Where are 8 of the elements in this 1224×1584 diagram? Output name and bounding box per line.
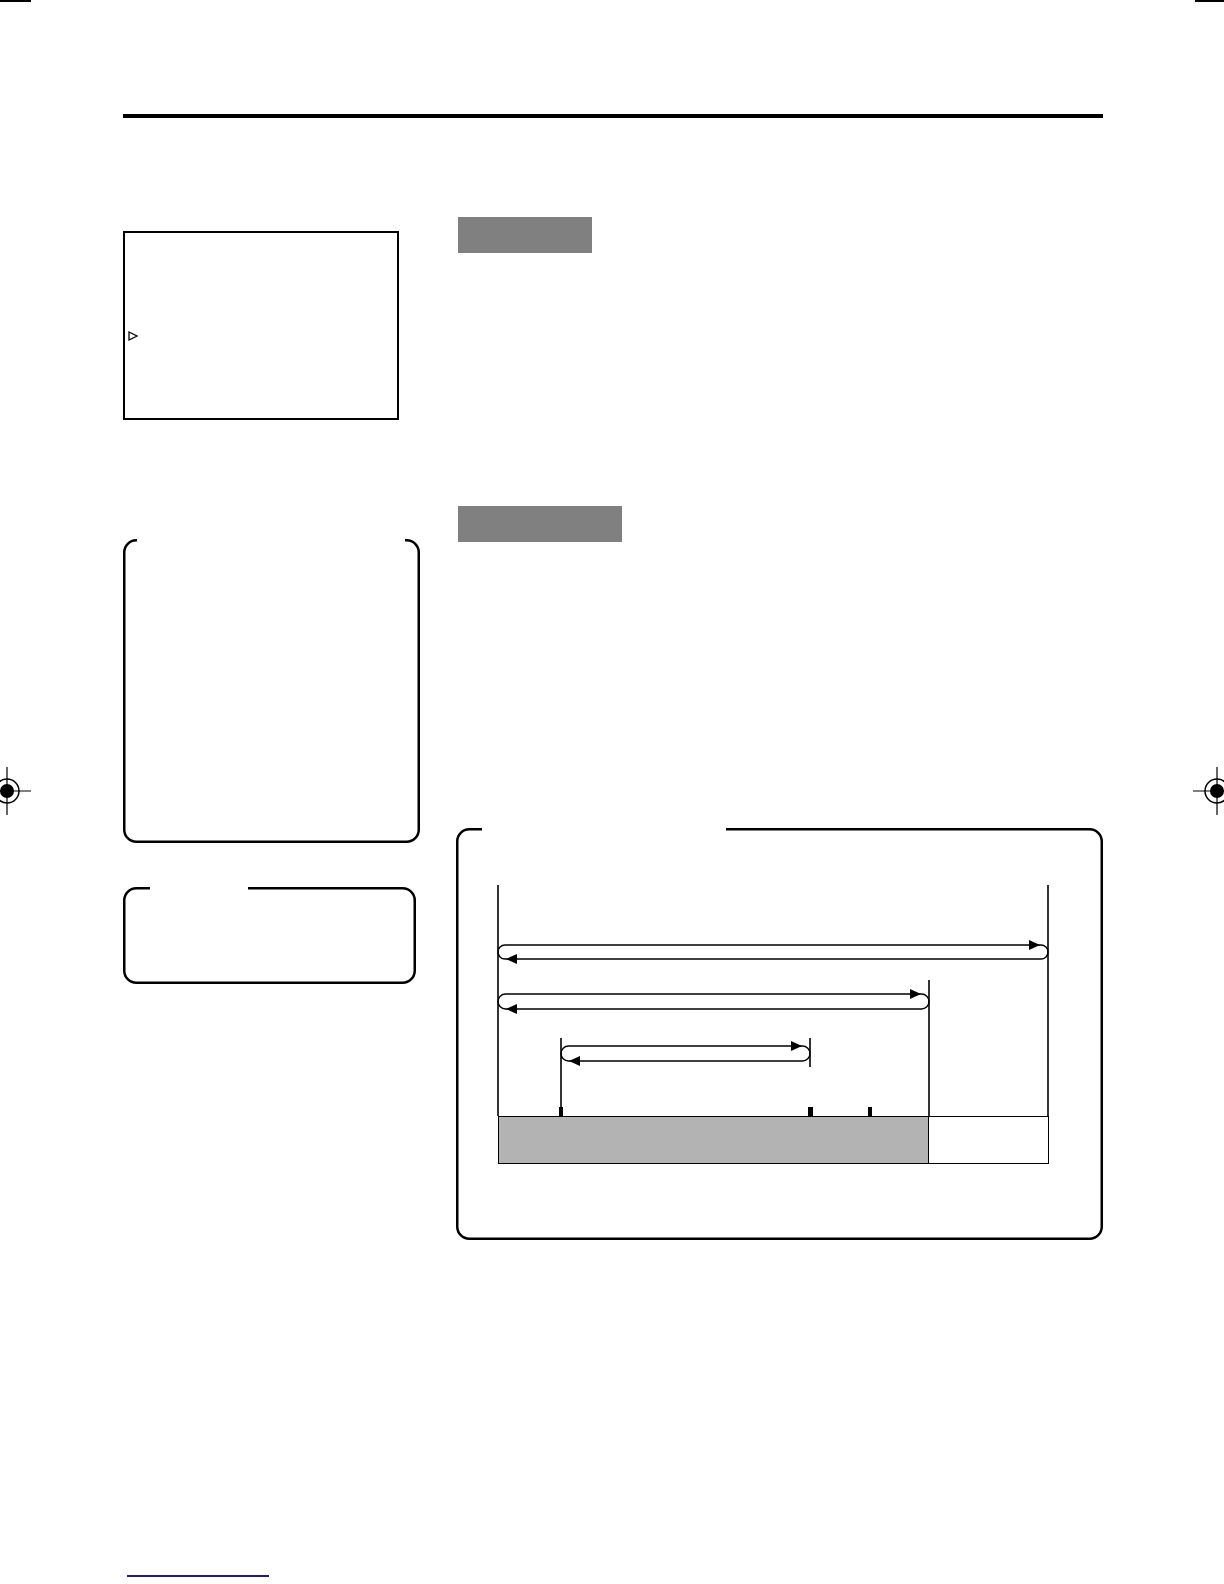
note-panel: [123, 539, 420, 843]
note-panel: [123, 887, 416, 984]
tape-bar: [498, 1116, 930, 1164]
heading-bar: [458, 217, 592, 253]
display-frame: [123, 231, 399, 420]
tape-segment: [928, 1116, 1049, 1164]
heading-bar: [458, 506, 622, 542]
diagram-panel: [456, 828, 1103, 1240]
